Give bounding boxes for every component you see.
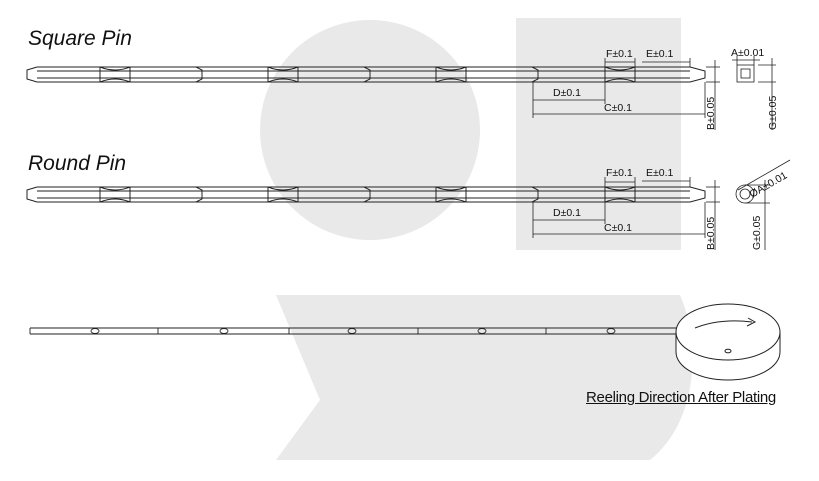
watermark-rect (516, 18, 681, 250)
round-pin-dimensions (532, 159, 791, 250)
square-dim-b: B±0.05 (705, 97, 717, 130)
square-pin-dimensions (532, 56, 776, 130)
watermark-circle (260, 20, 480, 240)
round-dim-b: B±0.05 (705, 217, 717, 250)
square-dim-d: D±0.1 (553, 87, 581, 99)
square-dim-g: G±0.05 (767, 95, 779, 130)
reel-spool (675, 303, 781, 381)
round-pin-strip (26, 186, 706, 203)
reel-strip (29, 327, 680, 335)
watermark-logo (260, 18, 693, 460)
square-dim-f: F±0.1 (606, 48, 633, 60)
square-pin-title: Square Pin (28, 27, 132, 50)
round-dim-e: E±0.1 (646, 167, 674, 179)
round-dim-d: D±0.1 (553, 207, 581, 219)
square-dim-e: E±0.1 (646, 48, 674, 60)
square-dim-a: A±0.01 (731, 47, 764, 59)
round-dim-g: G±0.05 (751, 215, 763, 250)
square-pin-strip (26, 66, 706, 83)
round-dim-a: ØA±0.01 (748, 169, 790, 200)
watermark-chevron (276, 295, 693, 460)
square-dim-c: C±0.1 (604, 102, 632, 114)
round-dim-c: C±0.1 (604, 222, 632, 234)
reel-caption: Reeling Direction After Plating (586, 389, 776, 406)
round-dim-f: F±0.1 (606, 167, 633, 179)
round-pin-title: Round Pin (28, 152, 127, 175)
